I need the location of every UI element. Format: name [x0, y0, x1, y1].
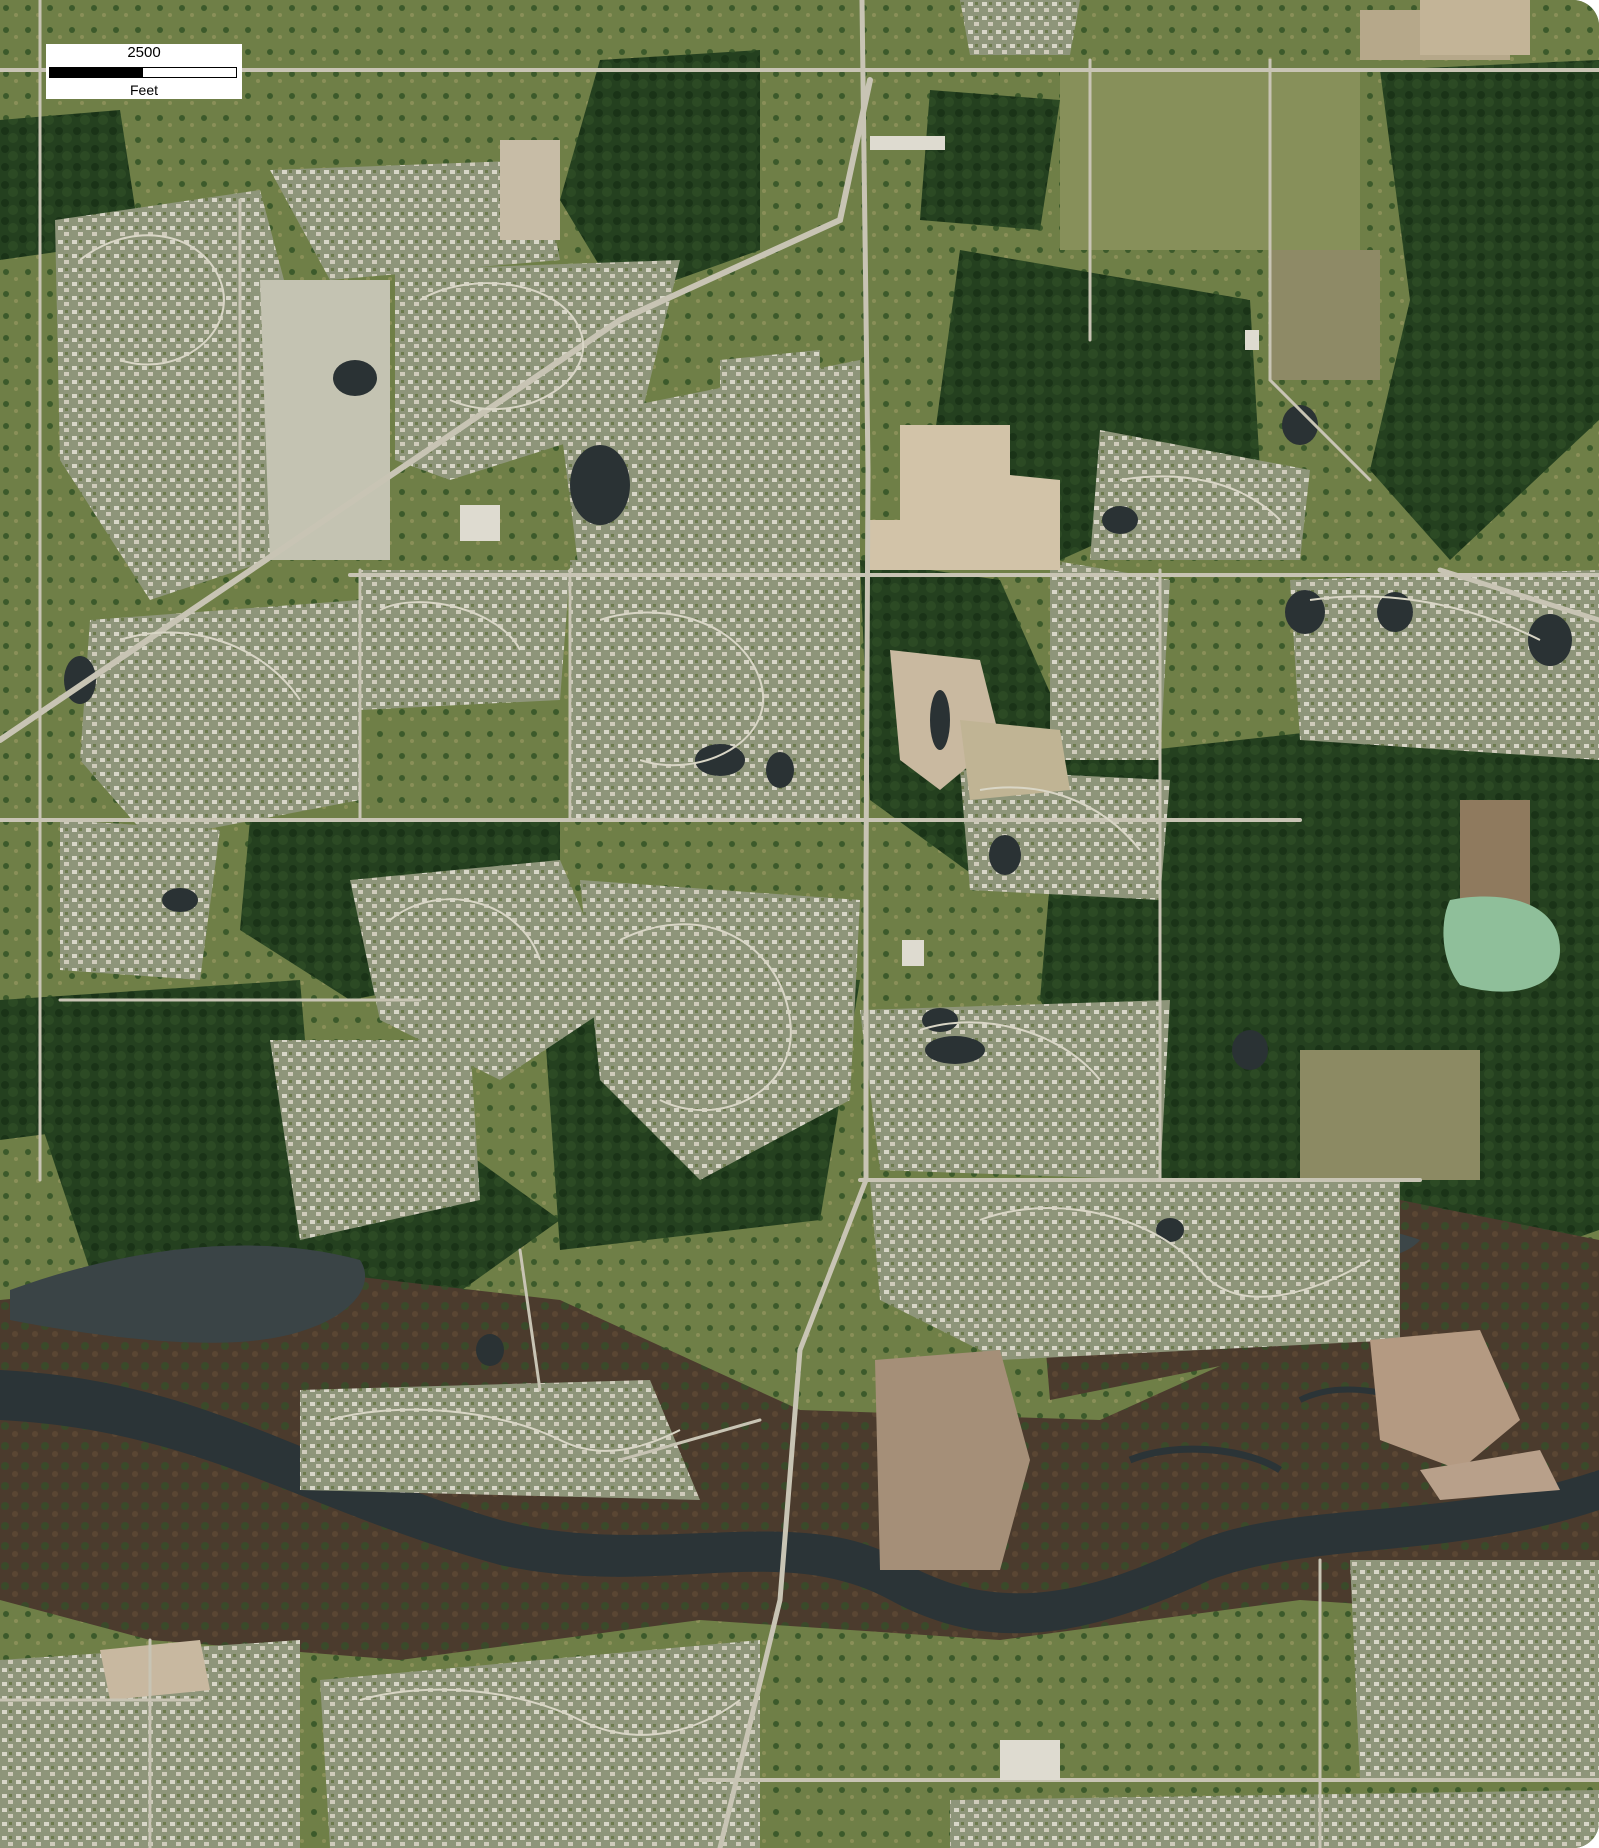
scale-bar-value: 2500: [127, 44, 161, 61]
river: [0, 1370, 1599, 1634]
open-fields: [1060, 10, 1530, 1180]
scale-bar-graphic: [49, 67, 237, 78]
highway-diagonal: [0, 77, 873, 743]
retention-pond: [1443, 896, 1560, 992]
construction-sites: [100, 0, 1560, 1700]
lake: [10, 1245, 366, 1343]
buildings: [460, 136, 1259, 1780]
scale-bar-unit: Feet: [129, 82, 158, 98]
scale-bar-fill: [50, 68, 143, 77]
scale-bar: 2500 Feet: [46, 44, 242, 99]
subdivision-streets: [79, 234, 1541, 1736]
